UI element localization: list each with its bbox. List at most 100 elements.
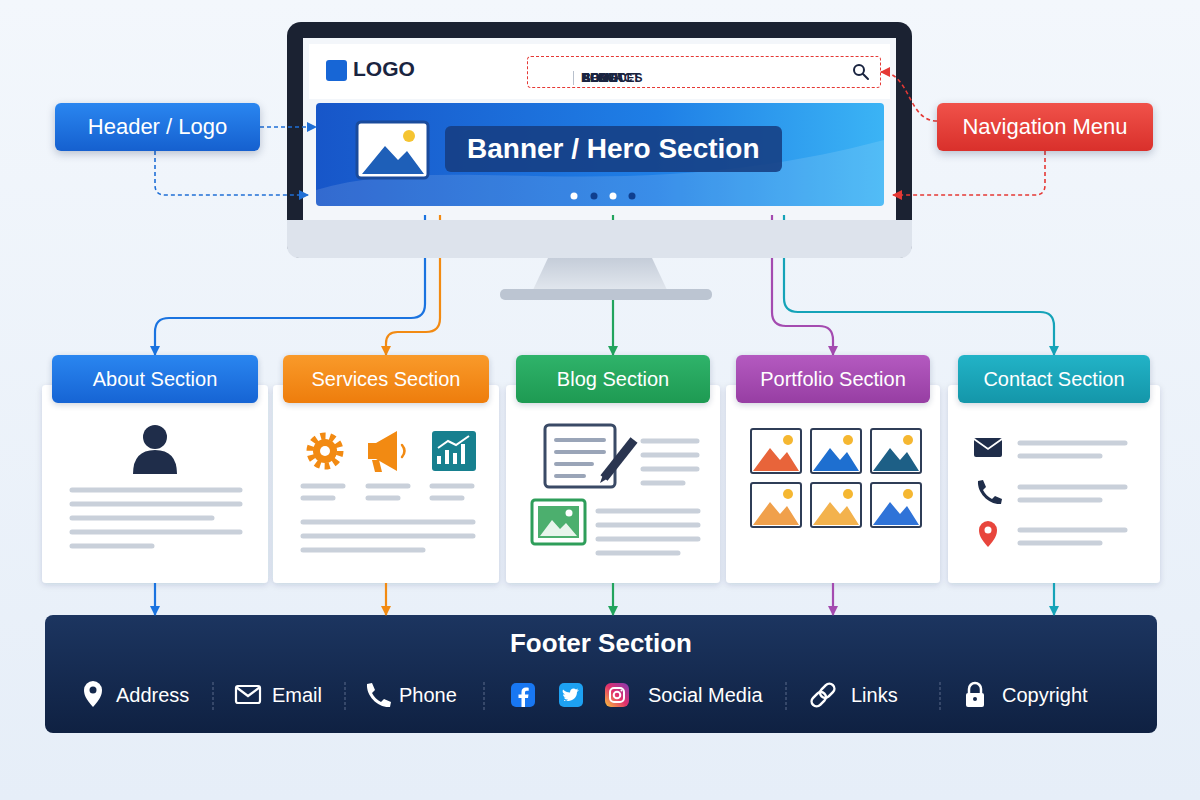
banner-background bbox=[316, 103, 884, 206]
gear-icon bbox=[320, 446, 330, 456]
footer-item: Phone bbox=[399, 683, 457, 707]
callout-label: Header / Logo bbox=[88, 114, 227, 140]
footer-email-icon bbox=[236, 686, 260, 703]
search-icon bbox=[854, 65, 868, 79]
portfolio-thumbnails bbox=[811, 483, 861, 527]
contact-email-icon bbox=[974, 438, 1002, 457]
section-card: Contact Section bbox=[948, 355, 1160, 583]
twitter-icon bbox=[563, 689, 579, 702]
monitor-body bbox=[287, 22, 912, 258]
banner-image-icon bbox=[362, 146, 424, 174]
megaphone-icon bbox=[402, 445, 405, 457]
footer-title: Footer Section bbox=[45, 627, 1157, 659]
section-card: About Section bbox=[42, 355, 268, 583]
contact-phone-icon bbox=[978, 480, 1002, 504]
portfolio-thumbnails bbox=[751, 429, 921, 527]
text-placeholder-lines bbox=[72, 490, 240, 546]
monitor-base bbox=[500, 289, 712, 300]
instagram-icon bbox=[621, 690, 623, 692]
connector-arrow bbox=[893, 151, 1045, 195]
footer-item: Address bbox=[116, 683, 189, 707]
footer-location-icon bbox=[84, 681, 102, 707]
section-title: Portfolio Section bbox=[736, 355, 930, 403]
connector-arrow bbox=[155, 151, 308, 195]
section-card-body bbox=[506, 385, 720, 583]
callout-label: Navigation Menu bbox=[962, 114, 1127, 140]
blog-image-icon bbox=[566, 510, 573, 517]
footer-item: Social Media bbox=[648, 683, 763, 707]
section-card-body bbox=[273, 385, 499, 583]
connector-arrow bbox=[260, 126, 316, 128]
gear-icon bbox=[310, 436, 340, 466]
facebook-icon bbox=[519, 688, 529, 708]
connector-arrow bbox=[1053, 583, 1055, 615]
chart-icon bbox=[439, 444, 463, 464]
footer-background bbox=[45, 615, 1157, 733]
instagram-icon bbox=[605, 683, 629, 707]
slider-dots bbox=[571, 193, 636, 200]
blog-document-icon bbox=[545, 425, 634, 487]
contact-email-icon bbox=[974, 439, 1002, 449]
megaphone-icon bbox=[372, 460, 382, 472]
section-title: Services Section bbox=[283, 355, 489, 403]
text-placeholder-lines bbox=[598, 441, 698, 553]
section-card: Services Section bbox=[273, 355, 499, 583]
section-title: Blog Section bbox=[516, 355, 710, 403]
blog-document-icon bbox=[600, 472, 610, 483]
section-card: Blog Section bbox=[506, 355, 720, 583]
footer-location-icon bbox=[90, 687, 97, 694]
portfolio-thumbnails bbox=[811, 429, 861, 473]
footer-location-icon bbox=[84, 681, 102, 707]
chart-icon bbox=[432, 431, 476, 471]
instagram-icon bbox=[610, 688, 624, 702]
contact-location-icon bbox=[979, 521, 997, 547]
footer-separators bbox=[213, 682, 940, 710]
slider-dots bbox=[571, 193, 578, 200]
footer-item: Copyright bbox=[1002, 683, 1088, 707]
logo-text: LOGO bbox=[353, 56, 415, 82]
monitor-body bbox=[303, 38, 896, 220]
blog-image-icon bbox=[540, 520, 577, 536]
connector-arrow bbox=[881, 72, 937, 121]
section-title: About Section bbox=[52, 355, 258, 403]
monitor-screen: LOGOHOMEABOUTSERVICESBLOGCONTACTBanner /… bbox=[308, 42, 893, 215]
footer-link-icon bbox=[810, 690, 828, 708]
section-card-body bbox=[948, 385, 1160, 583]
gear-icon bbox=[310, 436, 340, 466]
section-card-body bbox=[42, 385, 268, 583]
blog-document-icon bbox=[556, 440, 604, 476]
search-icon bbox=[863, 74, 868, 79]
connector-arrow bbox=[154, 583, 156, 615]
footer-item: Email bbox=[272, 683, 322, 707]
monitor-neck bbox=[532, 258, 668, 292]
slider-dots bbox=[610, 193, 617, 200]
monitor-body bbox=[309, 44, 890, 99]
instagram-icon bbox=[614, 692, 621, 699]
footer-band: Footer SectionAddress Email Phone Social Me… bbox=[45, 615, 1157, 733]
twitter-icon bbox=[559, 683, 583, 707]
text-placeholder-lines bbox=[303, 486, 473, 550]
banner-background bbox=[316, 103, 884, 206]
connector-arrow bbox=[832, 583, 834, 615]
footer-lock-icon bbox=[973, 697, 977, 701]
footer-lock-icon bbox=[966, 693, 984, 707]
instagram-icon bbox=[605, 683, 629, 707]
monitor-chin bbox=[287, 220, 912, 258]
footer-email-icon bbox=[236, 686, 260, 703]
footer-lock-icon bbox=[969, 683, 981, 693]
logo-square-icon bbox=[326, 60, 347, 81]
chart-icon bbox=[438, 436, 469, 448]
banner-image-icon bbox=[403, 130, 415, 142]
gear-icon bbox=[313, 439, 337, 463]
facebook-icon bbox=[511, 683, 535, 707]
connector-arrow bbox=[612, 583, 614, 615]
footer-item: Links bbox=[851, 683, 898, 707]
banner-image-icon bbox=[357, 122, 428, 178]
footer-link-icon bbox=[810, 682, 837, 709]
blog-image-icon bbox=[532, 500, 585, 544]
callout-box: Navigation Menu bbox=[937, 103, 1153, 151]
footer-email-icon bbox=[236, 687, 260, 696]
